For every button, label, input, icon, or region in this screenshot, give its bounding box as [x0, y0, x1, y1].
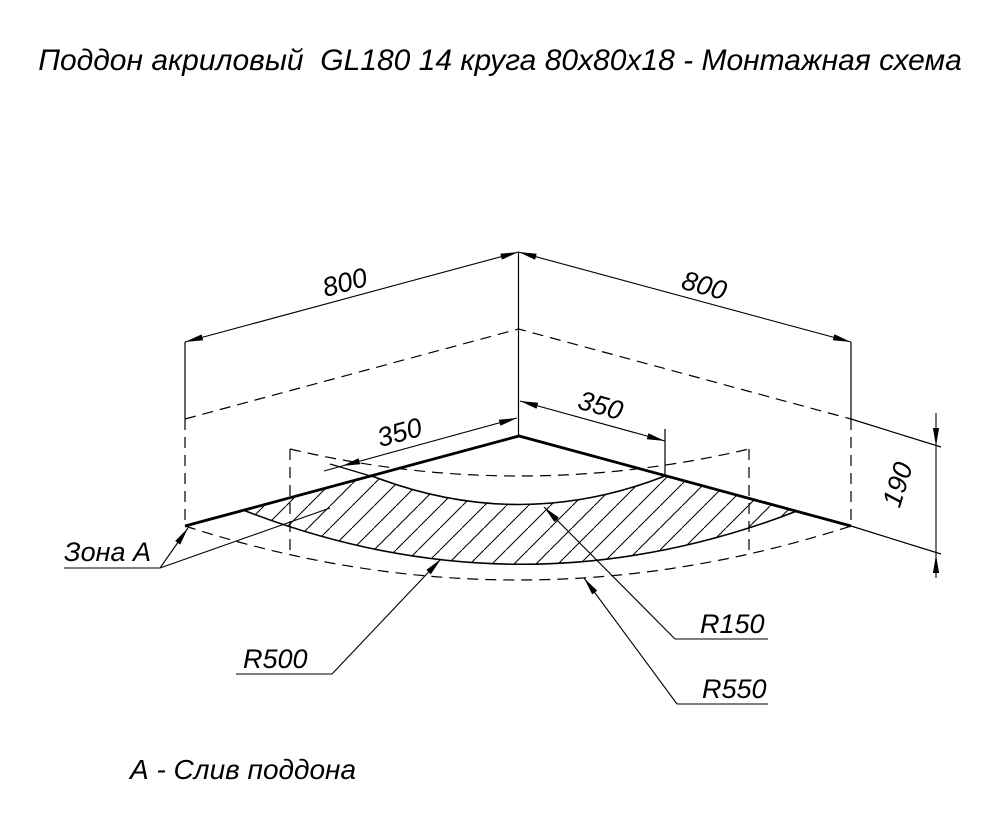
- drain-arc-r150: [371, 475, 666, 506]
- dim-label-190: 190: [877, 459, 919, 511]
- dimension-labels: 800 800 350 350 190 R150 R500 R550 Зона …: [64, 262, 919, 704]
- zone-a-leader: [159, 507, 331, 569]
- radius-label-r500: R500: [243, 644, 308, 674]
- dim-line-800-right: [518, 251, 852, 343]
- dim-line-350-left-overshoot: [323, 465, 343, 472]
- dim-line-350-right: [519, 400, 666, 442]
- outer-skirt-arc-r550: [184, 525, 852, 581]
- zone-a-leader-arrow-arm: [159, 527, 189, 569]
- dim-line-800-left: [184, 251, 519, 343]
- bottom-arc-r500: [242, 509, 798, 565]
- tray-rim-edges: [184, 434, 852, 528]
- dimension-lines: [184, 251, 940, 578]
- zone-a-hatched-area: [243, 476, 797, 565]
- dim-label-800-left: 800: [319, 262, 370, 303]
- radius-label-r550: R550: [702, 674, 767, 704]
- radius-label-r150: R150: [700, 609, 765, 639]
- dim-label-350-right: 350: [575, 385, 626, 426]
- ext-line-height-top: [850, 418, 942, 448]
- dim-line-350-left: [341, 417, 518, 467]
- dim-label-800-right: 800: [679, 265, 730, 306]
- leader-lines: [64, 506, 768, 705]
- dim-label-350-left: 350: [374, 412, 425, 453]
- extension-lines: [184, 342, 942, 555]
- ext-line-offset-left: [329, 463, 375, 478]
- r550-leader: [583, 577, 678, 705]
- r150-leader: [543, 506, 676, 640]
- ext-line-height-bottom: [850, 525, 942, 555]
- drawing-note: А - Слив поддона: [128, 754, 356, 785]
- drawing-title: Поддон акриловый GL180 14 круга 80х80х18…: [38, 44, 962, 77]
- r500-leader: [331, 558, 442, 675]
- zone-a-label: Зона А: [64, 537, 151, 567]
